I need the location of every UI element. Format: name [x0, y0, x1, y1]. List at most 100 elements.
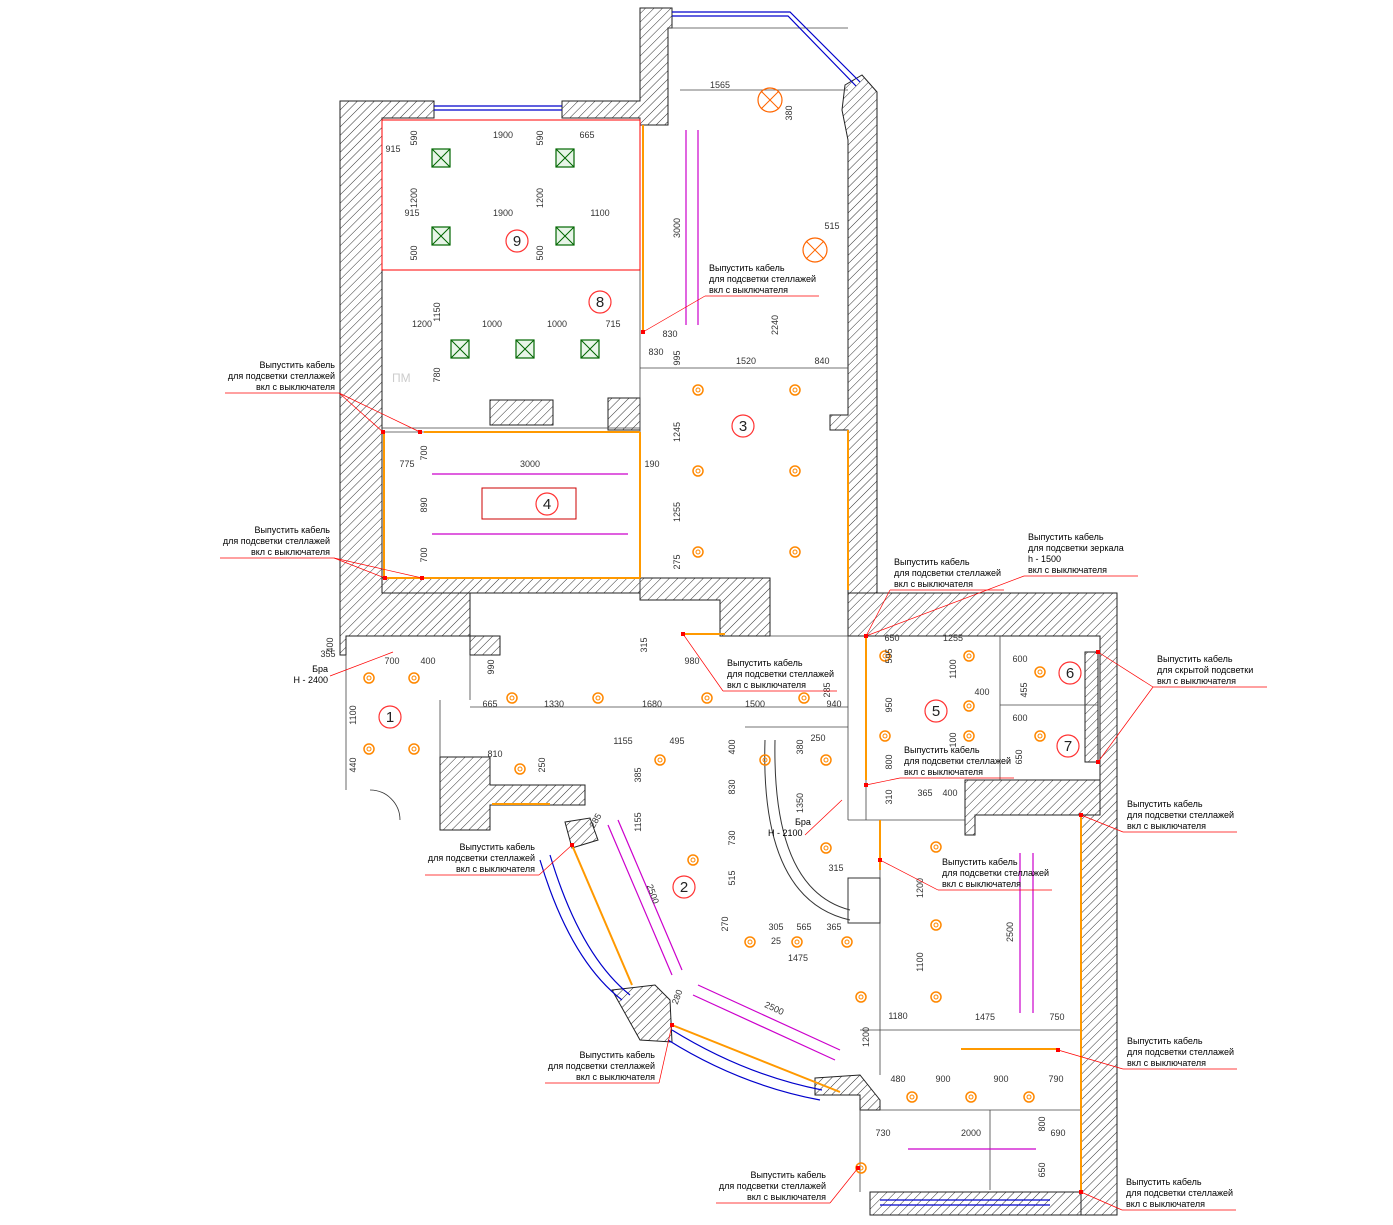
leader-line: [682, 633, 724, 692]
annotation-line: Выпустить кабель: [1126, 1177, 1202, 1187]
dimension-label: 310: [884, 789, 894, 804]
ceiling-spotlight-icon: [820, 754, 832, 766]
led-strip: [617, 819, 683, 971]
wall-segment: [381, 577, 641, 594]
dimension-label: 280: [670, 988, 685, 1006]
ceiling-spotlight-icon: [744, 936, 756, 948]
leader-line: [1080, 814, 1124, 833]
led-strip: [607, 824, 673, 976]
sconce-label: Бра: [312, 664, 328, 674]
dimension-label: 250: [537, 757, 547, 772]
annotation-line: для подсветки стеллажей: [894, 568, 1001, 578]
leader-line: [333, 557, 386, 579]
dimension-label: 1200: [861, 1027, 871, 1047]
ceiling-spotlight-icon: [514, 763, 526, 775]
dimension-label: 1350: [795, 793, 805, 813]
wall-segment: [564, 817, 599, 849]
dimension-label: 1330: [544, 699, 564, 709]
leader-line: [538, 844, 573, 876]
room-number: 5: [932, 703, 940, 720]
dimension-label: 515: [727, 870, 737, 885]
window: [672, 15, 857, 87]
dimension-label: 2240: [770, 315, 780, 335]
ceiling-spotlight-icon: [701, 692, 713, 704]
cable-outlet-marker: [670, 1023, 674, 1027]
annotation-line: Выпустить кабель: [894, 557, 970, 567]
dimension-label: 900: [935, 1074, 950, 1084]
cable-outlet-marker: [1056, 1048, 1060, 1052]
dimension-label: 750: [1049, 1012, 1064, 1022]
dimension-label: 3000: [672, 218, 682, 238]
room-number: 6: [1066, 665, 1074, 682]
dimension-label: 665: [579, 130, 594, 140]
annotation-line: для подсветки стеллажей: [1127, 810, 1234, 820]
wall-segment: [439, 756, 586, 831]
dimension-label: 440: [348, 757, 358, 772]
room-number-badge: 9: [505, 229, 529, 253]
dimension-label: 1100: [590, 208, 609, 218]
dimension-label: 1500: [745, 699, 765, 709]
ceiling-spotlight-icon: [592, 692, 604, 704]
leader-line: [1080, 1191, 1123, 1211]
ceiling-spotlight-icon: [506, 692, 518, 704]
dimension-label: 495: [669, 736, 684, 746]
wall-segment: [829, 74, 878, 594]
dimension-label: 190: [644, 459, 659, 469]
annotation-line: для скрытой подсветки: [1157, 665, 1253, 675]
ceiling-spotlight-icon: [963, 650, 975, 662]
dimension-label: 2500: [1005, 922, 1015, 942]
cable-outlet-marker: [383, 576, 387, 580]
annotation-line: Выпустить кабель: [750, 1170, 826, 1180]
room-9-outline: [381, 119, 641, 271]
annotation-line: Выпустить кабель: [1028, 532, 1104, 542]
annotation-line: Выпустить кабель: [1157, 654, 1233, 664]
dimension-label: 285: [587, 811, 603, 829]
ceiling-spotlight-icon: [963, 700, 975, 712]
dimension-label: 500: [535, 245, 545, 260]
annotation-line: вкл с выключателя: [576, 1072, 655, 1082]
annotation-line: вкл с выключателя: [894, 579, 973, 589]
cable-outlet-marker: [1079, 1190, 1083, 1194]
cable-outlet-marker: [864, 783, 868, 787]
dimension-label: 1180: [888, 1011, 907, 1021]
square-ceiling-light-icon: [580, 339, 600, 359]
dimension-label: 365: [826, 922, 841, 932]
annotation-line: вкл с выключателя: [747, 1192, 826, 1202]
dimension-label: 275: [672, 554, 682, 569]
annotation-line: вкл с выключателя: [1127, 821, 1206, 831]
window: [667, 1039, 821, 1101]
dimension-label: 380: [795, 739, 805, 754]
ceiling-spotlight-icon: [930, 919, 942, 931]
cable-outlet-marker: [856, 1166, 860, 1170]
ceiling-spotlight-icon: [363, 743, 375, 755]
ceiling-spotlight-icon: [965, 1091, 977, 1103]
cable-outlet-marker: [1096, 650, 1100, 654]
wall-segment: [639, 577, 771, 637]
light-fixtures: [363, 87, 1046, 1174]
dimension-label: 380: [784, 105, 794, 120]
annotation-line: для подсветки стеллажей: [548, 1061, 655, 1071]
annotation-line: для подсветки стеллажей: [719, 1181, 826, 1191]
dimension-label: 810: [487, 749, 502, 759]
dimension-label: 990: [486, 659, 496, 674]
dimension-label: 690: [1050, 1128, 1065, 1138]
leader-line: [1057, 1049, 1124, 1070]
dimension-label: 650: [1014, 749, 1024, 764]
dimension-label: 980: [684, 656, 699, 666]
room-number: 2: [680, 879, 688, 896]
dimension-label: 1200: [409, 188, 419, 208]
ceiling-spotlight-icon: [879, 650, 891, 662]
dimension-label: 650: [1037, 1162, 1047, 1177]
dimension-label: 715: [605, 319, 620, 329]
cable-outlet-marker: [420, 576, 424, 580]
ceiling-spotlight-icon: [789, 384, 801, 396]
cable-outlet-marker: [864, 634, 868, 638]
annotation-line: для подсветки стеллажей: [228, 371, 335, 381]
